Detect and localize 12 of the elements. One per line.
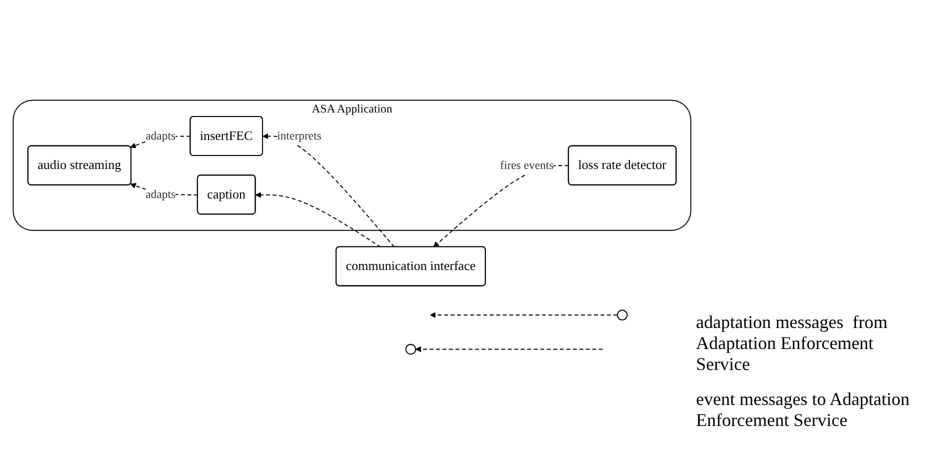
edge-label: fires events: [500, 158, 554, 172]
edge-label: interprets: [277, 129, 322, 142]
arrow: [430, 312, 618, 318]
edge-label: adapts: [146, 188, 176, 201]
arrow: [415, 346, 604, 352]
arrow: [255, 192, 382, 248]
note-text: event messages to Adaptation Enforcement Service: [696, 389, 910, 431]
arrow: [262, 133, 395, 248]
note-text: adaptation messages from Adaptation Enforcement Service: [696, 312, 888, 375]
edge-label: adapts: [146, 129, 176, 142]
node-circle: [405, 344, 416, 354]
node-circle: [616, 310, 628, 320]
